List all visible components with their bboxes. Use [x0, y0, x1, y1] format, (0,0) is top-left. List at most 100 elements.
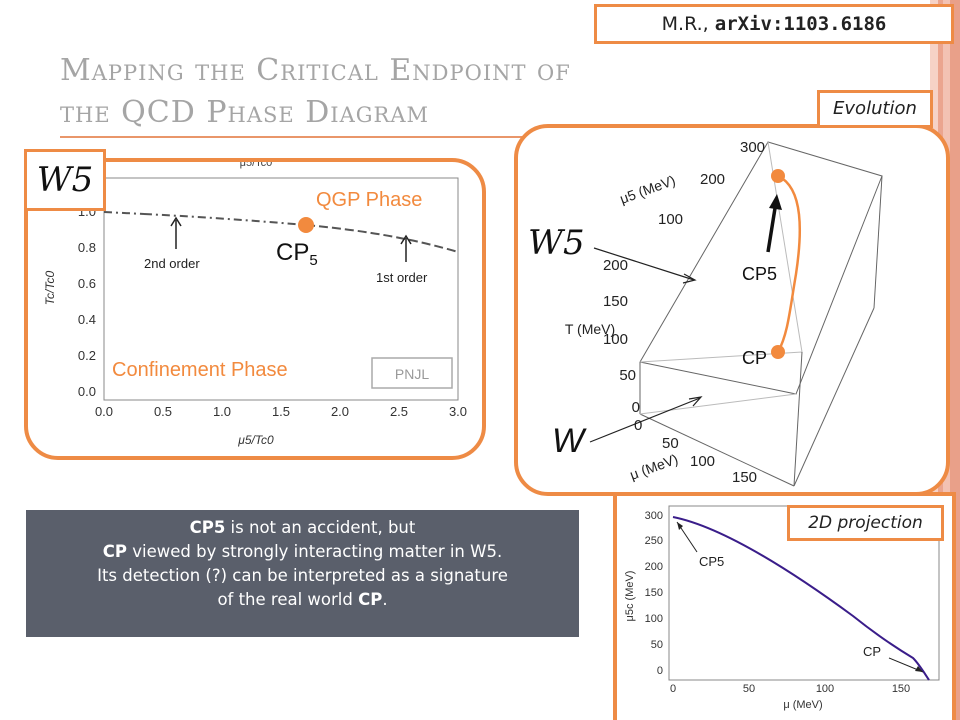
cp5-label-main: CP	[276, 239, 309, 266]
evolution-curve	[776, 174, 802, 353]
info-line-4-text: of the real world	[217, 590, 359, 609]
info-line-2-text: viewed by strongly interacting matter in…	[126, 542, 503, 561]
y-tick: 200	[645, 561, 663, 573]
y-tick: 150	[645, 587, 663, 599]
evolution-plot: 300 200 100 μ5 (MeV) 200 150 100 50 0 T …	[528, 139, 883, 487]
y-tick: 0.6	[78, 276, 96, 291]
y-tick: 50	[651, 639, 663, 651]
hand-w5-label: W5	[528, 223, 585, 263]
x-ticks: 0.0 0.5 1.0 1.5 2.0 2.5 3.0	[95, 404, 467, 419]
t-axis-label: T (MeV)	[565, 321, 615, 337]
box-edge	[639, 413, 795, 487]
projection-cp-label: CP	[863, 644, 881, 659]
y-ticks: 0.0 0.2 0.4 0.6 0.8 1.0	[78, 204, 96, 399]
qgp-phase-label: QGP Phase	[316, 189, 422, 211]
y-tick: 0.4	[78, 312, 96, 327]
confinement-phase-label: Confinement Phase	[112, 359, 288, 381]
title-line-2: the QCD Phase Diagram	[60, 95, 430, 130]
mu5-tick: 300	[740, 139, 765, 156]
projection-tag: 2D projection	[787, 505, 944, 541]
info-cp-real: CP	[358, 590, 383, 609]
first-order-line	[305, 224, 459, 253]
cp5-arrow	[766, 201, 778, 253]
t-tick: 200	[603, 257, 628, 274]
y-tick: 0	[657, 665, 663, 677]
box-edge	[793, 351, 803, 487]
x-tick: 150	[892, 683, 910, 695]
evolution-tag-label: Evolution	[833, 98, 917, 119]
info-line-2: CP viewed by strongly interacting matter…	[26, 540, 579, 564]
t-tick: 50	[619, 367, 636, 384]
cp5-label: CP5	[276, 239, 318, 269]
mu5-tick: 200	[700, 171, 725, 188]
title-underline	[60, 136, 540, 138]
mu-tick: 150	[732, 469, 757, 486]
x-tick: 1.0	[213, 404, 231, 419]
t-tick: 100	[603, 331, 628, 348]
evolution-tag: Evolution	[817, 90, 933, 128]
projection-tag-label: 2D projection	[808, 513, 923, 533]
projection-x-ticks: 0 50 100 150	[670, 683, 910, 695]
x-tick: 1.5	[272, 404, 290, 419]
y-tick: 0.2	[78, 348, 96, 363]
first-order-label: 1st order	[376, 270, 428, 285]
citation-box: M.R., arXiv:1103.6186	[594, 4, 954, 44]
cp-point	[771, 345, 785, 359]
x-tick: 2.5	[390, 404, 408, 419]
mu-tick: 50	[662, 435, 679, 452]
y-tick: 250	[645, 535, 663, 547]
cp-pointer-head	[915, 666, 923, 672]
projection-cp5-label: CP5	[699, 554, 724, 569]
cp5-label: CP5	[742, 264, 777, 284]
y-tick: 0.0	[78, 384, 96, 399]
slide-title: Mapping the Critical Endpoint of the QCD…	[60, 50, 620, 134]
info-line-1: CP5 is not an accident, but	[26, 516, 579, 540]
evolution-panel: 300 200 100 μ5 (MeV) 200 150 100 50 0 T …	[514, 124, 950, 496]
box-edge	[639, 393, 797, 415]
info-box: CP5 is not an accident, but CP viewed by…	[26, 510, 579, 637]
box-edge	[793, 307, 875, 487]
info-cp: CP	[102, 542, 127, 561]
info-line-4-end: .	[382, 590, 388, 609]
cp-label: CP	[742, 348, 767, 368]
projection-x-label: μ (MeV)	[783, 699, 822, 711]
hand-w-label: W	[552, 422, 587, 460]
cp5-pointer-head	[677, 522, 683, 530]
box-edge	[873, 175, 883, 309]
y-tick: 300	[645, 510, 663, 522]
x-tick: 0.5	[154, 404, 172, 419]
top-axis-label: μ5/Tc0	[240, 158, 273, 169]
cp5-label-sub: 5	[309, 252, 317, 269]
mu5-tick: 100	[658, 211, 683, 228]
cp5-arrowhead	[769, 194, 782, 210]
mu-axis-label: μ (MeV)	[628, 451, 681, 483]
y-tick: 0.8	[78, 240, 96, 255]
cp5-point	[771, 169, 785, 183]
w5-pointer-arrow	[593, 247, 695, 281]
mu-axis: 0 50 100 150 μ (MeV)	[628, 417, 757, 486]
w5-tag-label: W5	[36, 160, 94, 200]
second-order-label: 2nd order	[144, 256, 200, 271]
mu5-axis-label: μ5 (MeV)	[618, 172, 678, 207]
second-order-arrowhead	[170, 216, 182, 227]
pnjl-box	[371, 357, 453, 389]
x-tick: 3.0	[449, 404, 467, 419]
mu-tick: 0	[634, 417, 642, 434]
x-tick: 100	[816, 683, 834, 695]
phase-diagram-plot: μ5/Tc0 0.0 0.2 0.4 0.6 0.8 1.0 0.0 0.5 1…	[43, 158, 467, 447]
t-tick: 0	[632, 399, 640, 416]
second-order-line	[103, 211, 145, 215]
w-pointer-arrowhead	[688, 396, 703, 407]
title-line-1: Mapping the Critical Endpoint of	[60, 53, 571, 88]
x-tick: 50	[743, 683, 755, 695]
t-axis: 200 150 100 50 0 T (MeV)	[565, 257, 640, 416]
citation-author: M.R.,	[661, 13, 709, 35]
w-pointer-arrow	[589, 397, 701, 443]
mu5-axis: 300 200 100 μ5 (MeV)	[618, 139, 765, 228]
x-tick: 0.0	[95, 404, 113, 419]
citation-ref: arXiv:1103.6186	[714, 13, 887, 35]
first-order-arrowhead	[400, 234, 412, 245]
x-tick: 2.0	[331, 404, 349, 419]
projection-plot: 300 250 200 150 100 50 0 0 50 100 150 μ …	[624, 505, 940, 711]
y-tick: 100	[645, 613, 663, 625]
